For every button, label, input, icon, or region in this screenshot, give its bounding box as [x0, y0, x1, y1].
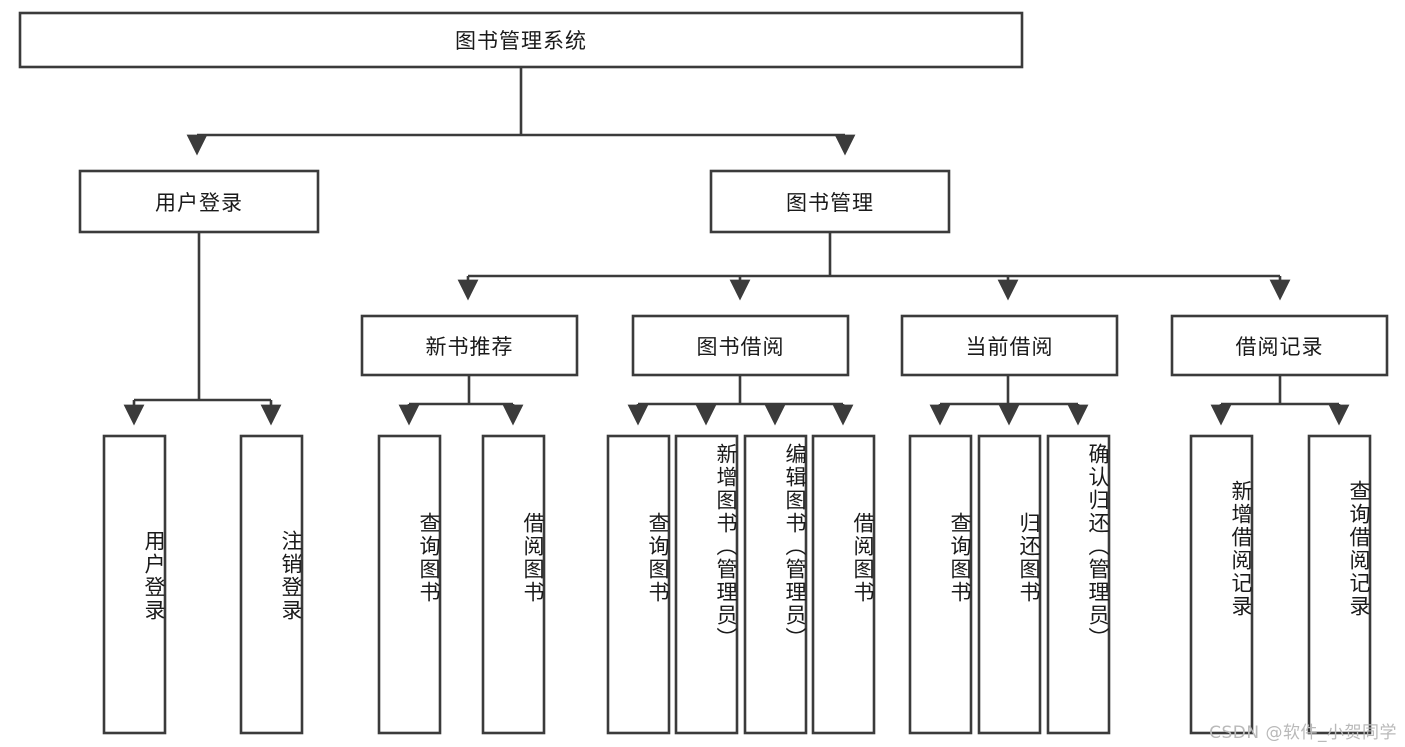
leaf-label-record-1: 新增借阅记录: [1229, 480, 1253, 618]
leaf-label-current-3: 确认归还（管理员）: [1086, 443, 1110, 650]
leaf-label-borrow-4: 借阅图书: [851, 512, 875, 604]
leaf-box-current-2[interactable]: [977, 434, 1042, 735]
leaf-box-user-login-2[interactable]: [239, 434, 304, 735]
leaf-label-borrow-1: 查询图书: [646, 512, 670, 604]
node-book-borrow-label: 图书借阅: [696, 334, 785, 359]
leaf-label-recommend-1: 查询图书: [417, 512, 441, 604]
node-borrow-record-label: 借阅记录: [1235, 334, 1324, 359]
node-user-login-label: 用户登录: [155, 190, 243, 215]
leaf-label-current-1: 查询图书: [948, 512, 972, 604]
node-current-borrow-label: 当前借阅: [965, 334, 1054, 359]
node-root-label: 图书管理系统: [455, 29, 587, 53]
leaf-label-user-login-1: 用户登录: [142, 530, 166, 622]
watermark-text: CSDN @软件_小贺同学: [1209, 723, 1397, 743]
leaf-label-user-login-2: 注销登录: [279, 530, 303, 622]
leaf-box-borrow-2[interactable]: [674, 434, 739, 735]
node-book-management-label: 图书管理: [786, 190, 874, 215]
node-borrow-record-box[interactable]: [1170, 314, 1389, 377]
leaf-box-borrow-4[interactable]: [811, 434, 876, 735]
leaf-box-user-login-1[interactable]: [102, 434, 167, 735]
leaf-label-recommend-2: 借阅图书: [521, 512, 545, 604]
leaf-label-borrow-3: 编辑图书（管理员）: [783, 443, 807, 650]
leaf-box-borrow-1[interactable]: [606, 434, 671, 735]
leaf-box-record-2[interactable]: [1307, 434, 1372, 735]
node-root-box[interactable]: [18, 11, 1024, 69]
leaf-box-current-3[interactable]: [1046, 434, 1111, 735]
node-current-borrow-box[interactable]: [900, 314, 1119, 377]
leaf-box-borrow-3[interactable]: [743, 434, 808, 735]
leaf-label-record-2: 查询借阅记录: [1347, 480, 1371, 618]
node-book-borrow-box[interactable]: [631, 314, 850, 377]
leaf-label-current-2: 归还图书: [1017, 512, 1041, 604]
node-book-management-box[interactable]: [709, 169, 951, 234]
node-new-book-recommend-box[interactable]: [360, 314, 579, 377]
node-new-book-recommend-label: 新书推荐: [425, 334, 514, 359]
leaf-box-recommend-1[interactable]: [377, 434, 442, 735]
leaf-box-current-1[interactable]: [908, 434, 973, 735]
leaf-label-borrow-2: 新增图书（管理员）: [714, 443, 738, 650]
leaf-box-recommend-2[interactable]: [481, 434, 546, 735]
leaf-box-record-1[interactable]: [1189, 434, 1254, 735]
